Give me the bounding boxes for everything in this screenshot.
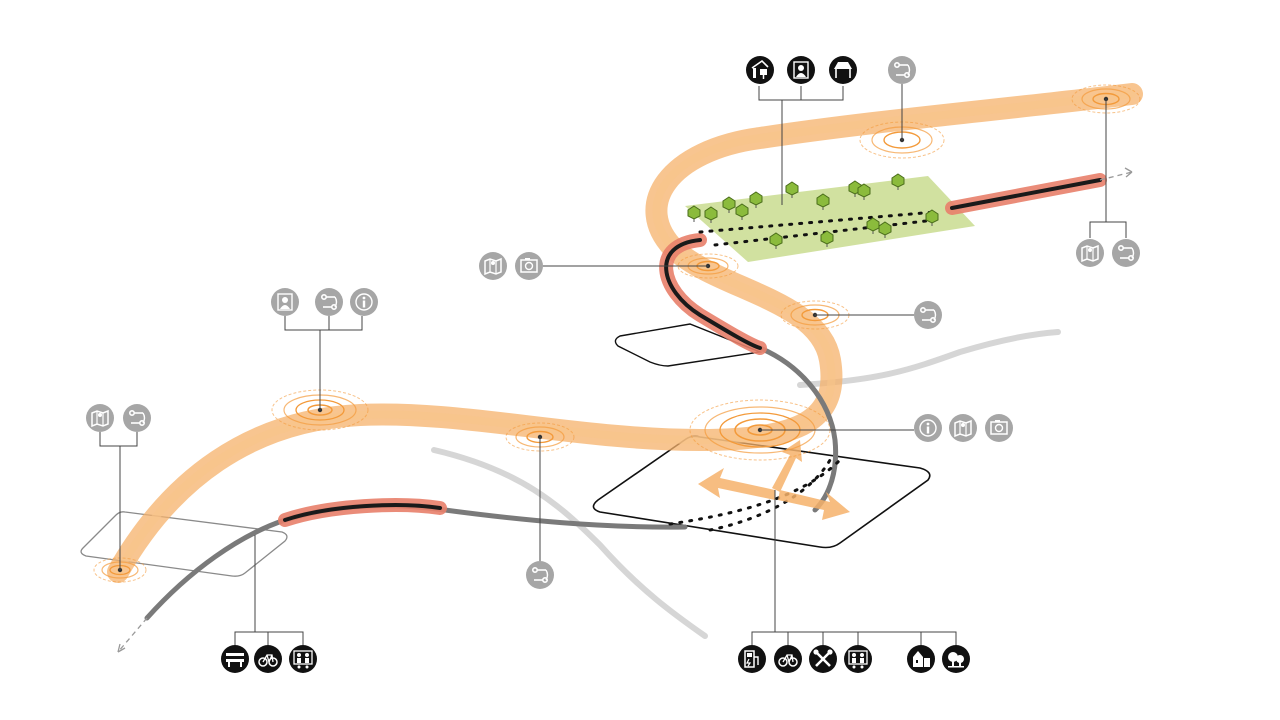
site-outlines xyxy=(80,323,931,577)
continuation-arrow-left xyxy=(117,617,148,653)
road-upper xyxy=(797,329,1061,388)
map-icon[interactable] xyxy=(1076,239,1104,267)
map-icon[interactable] xyxy=(86,404,114,432)
portrait-icon[interactable] xyxy=(787,56,815,84)
icon-group-top-route xyxy=(888,56,916,84)
icon-group-right-top xyxy=(1076,239,1140,267)
path-dark-lower xyxy=(283,503,442,522)
tent-icon[interactable] xyxy=(829,56,857,84)
background-roads xyxy=(431,329,1061,639)
route-icon[interactable] xyxy=(888,56,916,84)
icon-group-top-amenities xyxy=(746,56,857,84)
portrait-icon[interactable] xyxy=(271,288,299,316)
tree-marker xyxy=(687,205,701,223)
photo-icon[interactable] xyxy=(985,414,1013,442)
continuation-arrow-left-head xyxy=(117,643,126,653)
road-lower xyxy=(431,447,708,639)
icon-group-far-left xyxy=(86,404,151,432)
route-icon[interactable] xyxy=(315,288,343,316)
bicycle-icon[interactable] xyxy=(774,645,802,673)
map-icon[interactable] xyxy=(479,252,507,280)
people-icon[interactable] xyxy=(289,645,317,673)
path-grey-lower xyxy=(144,503,688,621)
orange-flow-inner xyxy=(114,90,1136,576)
left-site-outline xyxy=(80,511,288,577)
icon-group-left-mid xyxy=(271,288,378,316)
route-icon[interactable] xyxy=(914,301,942,329)
icon-group-plaza-right xyxy=(914,414,1013,442)
bicycle-icon[interactable] xyxy=(254,645,282,673)
route-icon[interactable] xyxy=(123,404,151,432)
plaza-arrows xyxy=(698,440,850,520)
map-icon[interactable] xyxy=(949,414,977,442)
leader-right-top xyxy=(1089,99,1127,238)
icon-group-bottom-left xyxy=(221,645,317,673)
icon-group-center-bottom xyxy=(526,561,554,589)
walking-paths xyxy=(117,167,1133,653)
icon-group-mid-left xyxy=(479,252,543,280)
leader-top-amenities xyxy=(758,86,844,205)
info-icon[interactable] xyxy=(914,414,942,442)
small-site-outline xyxy=(614,323,763,367)
dotted-path-park-1 xyxy=(698,210,937,234)
dotted-path-plaza-1 xyxy=(668,458,842,526)
leader-bottom-left xyxy=(234,535,304,645)
arrow-up xyxy=(772,440,802,492)
icon-group-mid-right xyxy=(914,301,942,329)
charging-station-icon[interactable] xyxy=(738,645,766,673)
path-dark-curve xyxy=(664,238,762,350)
continuation-arrow-right-head xyxy=(1124,167,1133,178)
ripples xyxy=(93,84,1141,583)
leader-left-mid xyxy=(284,316,363,410)
continuation-arrow-right xyxy=(1099,171,1133,181)
tools-icon[interactable] xyxy=(809,645,837,673)
bench-icon[interactable] xyxy=(221,645,249,673)
route-icon[interactable] xyxy=(526,561,554,589)
leader-lines xyxy=(99,84,1127,645)
photo-icon[interactable] xyxy=(515,252,543,280)
route-icon[interactable] xyxy=(1112,239,1140,267)
icon-group-bottom-right xyxy=(738,645,970,673)
pavilion-info-icon[interactable] xyxy=(746,56,774,84)
leader-bottom-right xyxy=(751,490,957,645)
orange-flow xyxy=(107,83,1143,583)
path-dark-upper xyxy=(950,178,1102,210)
info-icon[interactable] xyxy=(350,288,378,316)
building-icon[interactable] xyxy=(907,645,935,673)
people-icon[interactable] xyxy=(844,645,872,673)
path-grey-curve xyxy=(757,345,839,513)
arrow-right xyxy=(778,490,850,520)
tree-icon[interactable] xyxy=(942,645,970,673)
arrow-left xyxy=(698,468,775,500)
leader-far-left xyxy=(99,432,138,570)
orange-flow-main xyxy=(107,83,1143,583)
